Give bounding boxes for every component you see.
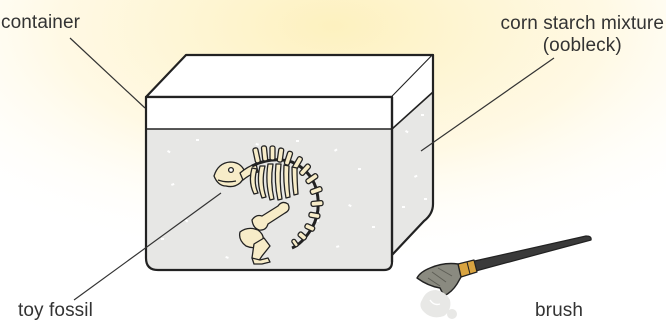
label-container: container — [1, 12, 80, 33]
oobleck-drop — [447, 309, 457, 319]
container-top-face — [146, 55, 433, 97]
label-toy-fossil: toy fossil — [18, 300, 93, 321]
label-mixture-line2: (oobleck) — [501, 35, 664, 57]
oobleck-fill-front — [146, 129, 392, 270]
label-brush: brush — [535, 300, 583, 321]
container-front-band — [146, 97, 392, 129]
label-mixture-line1: corn starch mixture — [501, 13, 664, 35]
fossil-eye-socket — [229, 168, 234, 173]
label-corn-starch-mixture: corn starch mixture (oobleck) — [501, 13, 664, 57]
